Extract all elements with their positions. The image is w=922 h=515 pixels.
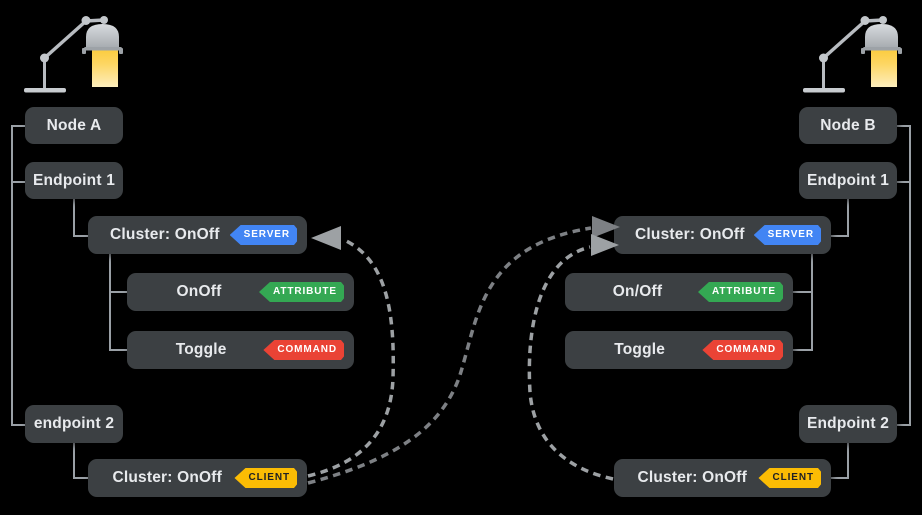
serverB-to-command-line — [793, 292, 813, 351]
node-a-endpoint-2-box: endpoint 2 — [25, 405, 123, 443]
endpoint-1-label: Endpoint 1 — [806, 171, 890, 189]
endpoint-2-label: endpoint 2 — [33, 415, 115, 432]
cluster-label: Cluster: OnOff — [112, 469, 223, 486]
command-label: Toggle — [614, 341, 666, 358]
node-a-box: Node A — [25, 107, 123, 144]
client-badge: CLIENT — [758, 468, 821, 488]
command-label: Toggle — [175, 341, 227, 358]
serverA-to-attribute-line — [109, 254, 127, 293]
endpoint-2-label: Endpoint 2 — [806, 415, 890, 432]
node-b-cluster-server-box: Cluster: OnOff SERVER — [614, 216, 831, 254]
node-b-box: Node B — [799, 107, 897, 144]
node-b-command-row: Toggle COMMAND — [565, 331, 793, 369]
attribute-badge: ATTRIBUTE — [698, 282, 783, 302]
arrowhead-serverA — [311, 226, 341, 250]
endpoint2a-to-client-line — [73, 443, 88, 479]
endpoint1a-to-server-line — [73, 199, 88, 237]
cluster-label: Cluster: OnOff — [637, 469, 748, 486]
node-a-trunk-line — [11, 125, 25, 426]
cluster-label: Cluster: OnOff — [635, 226, 745, 243]
attribute-label: OnOff — [176, 283, 222, 300]
node-a-cluster-client-box: Cluster: OnOff CLIENT — [88, 459, 307, 497]
endpoint1b-to-server-line — [831, 199, 849, 237]
attribute-label: On/Off — [612, 283, 663, 300]
node-b-endpoint-2-box: Endpoint 2 — [799, 405, 897, 443]
desk-lamp-icon — [795, 5, 905, 100]
cluster-label: Cluster: OnOff — [110, 226, 220, 243]
server-badge: SERVER — [754, 225, 821, 245]
node-a-cluster-server-box: Cluster: OnOff SERVER — [88, 216, 307, 254]
node-b-endpoint-1-box: Endpoint 1 — [799, 162, 897, 199]
desk-lamp-icon — [16, 5, 126, 100]
node-b-trunk-line — [897, 125, 911, 426]
client-badge: CLIENT — [234, 468, 297, 488]
node-a-attribute-row: OnOff ATTRIBUTE — [127, 273, 354, 311]
node-a-label: Node A — [46, 116, 102, 134]
node-b-label: Node B — [820, 116, 876, 134]
node-a-command-row: Toggle COMMAND — [127, 331, 354, 369]
endpoint-1-label: Endpoint 1 — [32, 171, 116, 189]
attribute-badge: ATTRIBUTE — [259, 282, 344, 302]
serverB-to-attribute-line — [793, 254, 813, 293]
server-badge: SERVER — [230, 225, 297, 245]
command-badge: COMMAND — [263, 340, 344, 360]
node-b-cluster-client-box: Cluster: OnOff CLIENT — [614, 459, 831, 497]
command-badge: COMMAND — [702, 340, 783, 360]
endpoint2b-to-client-line — [831, 443, 849, 479]
serverA-to-command-line — [109, 292, 127, 351]
node-a-endpoint-1-box: Endpoint 1 — [25, 162, 123, 199]
node-b-attribute-row: On/Off ATTRIBUTE — [565, 273, 793, 311]
